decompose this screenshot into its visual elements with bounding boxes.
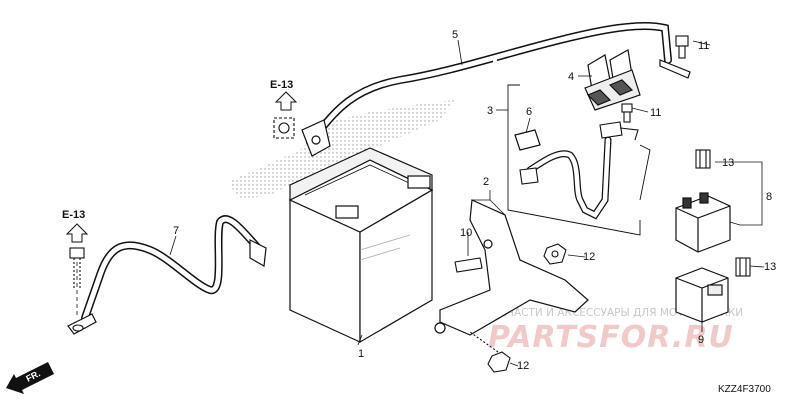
- callout-8: 8: [766, 191, 772, 203]
- callout-11-upper: 11: [698, 40, 709, 52]
- fuse-cap: [514, 129, 541, 151]
- fuse-upper: [695, 149, 711, 169]
- callout-7: 7: [173, 225, 179, 237]
- e13-reference-left: E-13: [62, 209, 89, 243]
- callout-12-lower: 12: [517, 360, 529, 372]
- fuse-lower: [735, 257, 751, 277]
- callout-9: 9: [698, 334, 704, 346]
- callout-4: 4: [568, 71, 574, 83]
- callout-5: 5: [452, 29, 458, 41]
- callout-10: 10: [460, 227, 472, 239]
- front-direction-arrow: FR.: [6, 362, 54, 394]
- battery-cable-7: [67, 215, 267, 335]
- callout-1: 1: [358, 348, 364, 360]
- starter-relay: [675, 192, 731, 253]
- callout-13-upper: 13: [722, 157, 734, 169]
- bolt-11-upper: [675, 35, 689, 59]
- bolt-12-lower: [469, 331, 511, 373]
- callout-13-lower: 13: [764, 261, 776, 273]
- leader-lines: [169, 39, 765, 367]
- callout-11-lower: 11: [650, 107, 661, 119]
- rubber-pad: [454, 257, 483, 273]
- starter-relay-cover: [584, 49, 641, 111]
- diagram-code: KZZ4F3700: [718, 384, 771, 395]
- e13-label-top: E-13: [270, 79, 293, 91]
- fuse-box: [675, 267, 729, 323]
- e13-label-left: E-13: [62, 209, 85, 221]
- bolt-left: [69, 247, 85, 290]
- sub-harness: [519, 121, 639, 220]
- callouts: 1 2 3 4 5 6 7 8 9 10 11 11 12 12 13 13: [173, 29, 776, 372]
- callout-2: 2: [483, 176, 489, 188]
- battery: [288, 147, 434, 344]
- callout-12-upper: 12: [583, 251, 595, 263]
- watermark-big-text: PARTSFOR.RU: [488, 320, 734, 355]
- e13-reference-top: E-13: [270, 79, 298, 111]
- bolt-12-upper: [543, 243, 567, 265]
- callout-3: 3: [487, 105, 493, 117]
- battery-holder: [434, 199, 589, 336]
- battery-cable-5: [301, 21, 691, 157]
- bolt-11-lower: [621, 103, 633, 123]
- harness-frame: [507, 84, 651, 236]
- callout-6: 6: [526, 106, 532, 118]
- nut-top: [273, 117, 295, 139]
